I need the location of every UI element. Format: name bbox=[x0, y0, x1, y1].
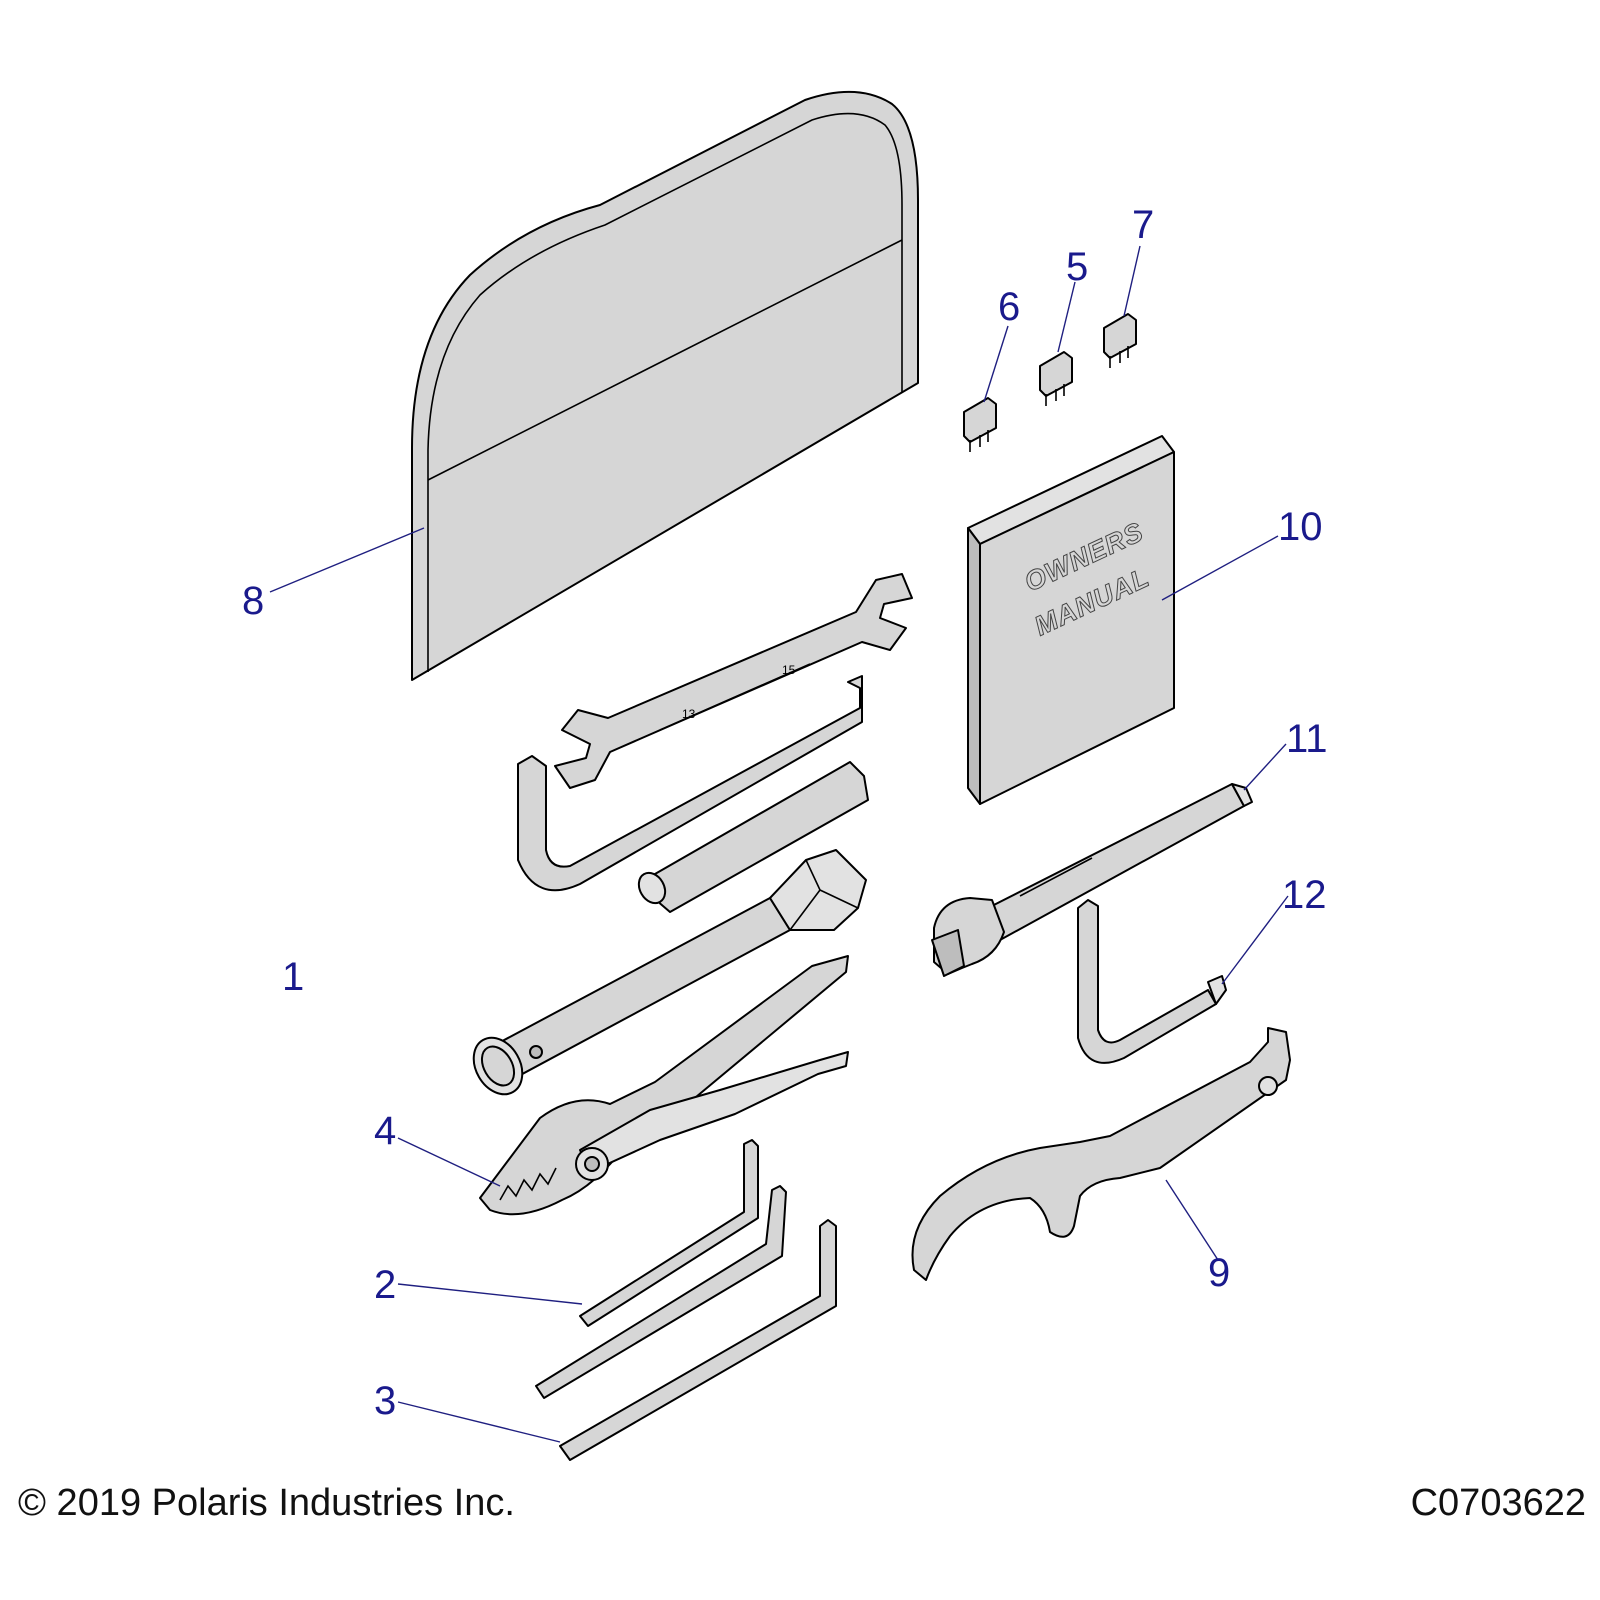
torx-key-2 bbox=[579, 1139, 759, 1327]
leader-11 bbox=[1243, 743, 1287, 791]
torx-key-middle bbox=[535, 1185, 787, 1399]
owners-manual: OWNERS MANUAL bbox=[967, 435, 1175, 805]
callout-4: 4 bbox=[374, 1109, 396, 1153]
callout-labels: 1 2 3 4 5 6 7 8 9 10 11 12 bbox=[242, 203, 1328, 1423]
leader-2 bbox=[397, 1283, 583, 1305]
callout-6: 6 bbox=[998, 285, 1020, 329]
callout-7: 7 bbox=[1132, 203, 1154, 247]
fuse-6 bbox=[963, 397, 997, 452]
spark-plug-wrench bbox=[472, 849, 867, 1096]
leader-12 bbox=[1221, 895, 1289, 985]
leader-4 bbox=[397, 1137, 501, 1187]
wrench-mark-13: 13 bbox=[682, 707, 696, 721]
leader-10 bbox=[1161, 535, 1279, 601]
leader-lines bbox=[269, 245, 1289, 1443]
tire-pressure-gauge bbox=[931, 783, 1253, 977]
callout-5: 5 bbox=[1066, 245, 1088, 289]
hex-key bbox=[517, 675, 863, 892]
small-hex-key bbox=[1077, 899, 1227, 1064]
callout-3: 3 bbox=[374, 1379, 396, 1423]
leader-7 bbox=[1123, 245, 1141, 317]
callout-9: 9 bbox=[1208, 1251, 1230, 1295]
leader-9 bbox=[1165, 1179, 1219, 1261]
callout-2: 2 bbox=[374, 1263, 396, 1307]
fuse-5 bbox=[1039, 351, 1073, 406]
leader-6 bbox=[983, 325, 1009, 403]
torx-key-3 bbox=[559, 1219, 837, 1461]
callout-8: 8 bbox=[242, 579, 264, 623]
callout-12: 12 bbox=[1282, 873, 1327, 917]
open-end-wrench: 13 15 bbox=[554, 573, 913, 789]
wrench-mark-15: 15 bbox=[782, 663, 796, 677]
copyright-notice: © 2019 Polaris Industries Inc. bbox=[18, 1482, 515, 1524]
socket-tube bbox=[637, 761, 869, 913]
tool-pouch bbox=[411, 91, 919, 681]
pliers bbox=[479, 955, 849, 1216]
leader-3 bbox=[397, 1401, 561, 1443]
callout-10: 10 bbox=[1278, 505, 1323, 549]
callout-11: 11 bbox=[1286, 717, 1328, 761]
fuse-7 bbox=[1103, 313, 1137, 368]
drawing-number: C0703622 bbox=[1410, 1482, 1586, 1524]
leader-8 bbox=[269, 527, 425, 593]
callout-1: 1 bbox=[282, 955, 304, 999]
spanner-wrench bbox=[911, 1027, 1291, 1281]
leader-5 bbox=[1057, 281, 1076, 353]
